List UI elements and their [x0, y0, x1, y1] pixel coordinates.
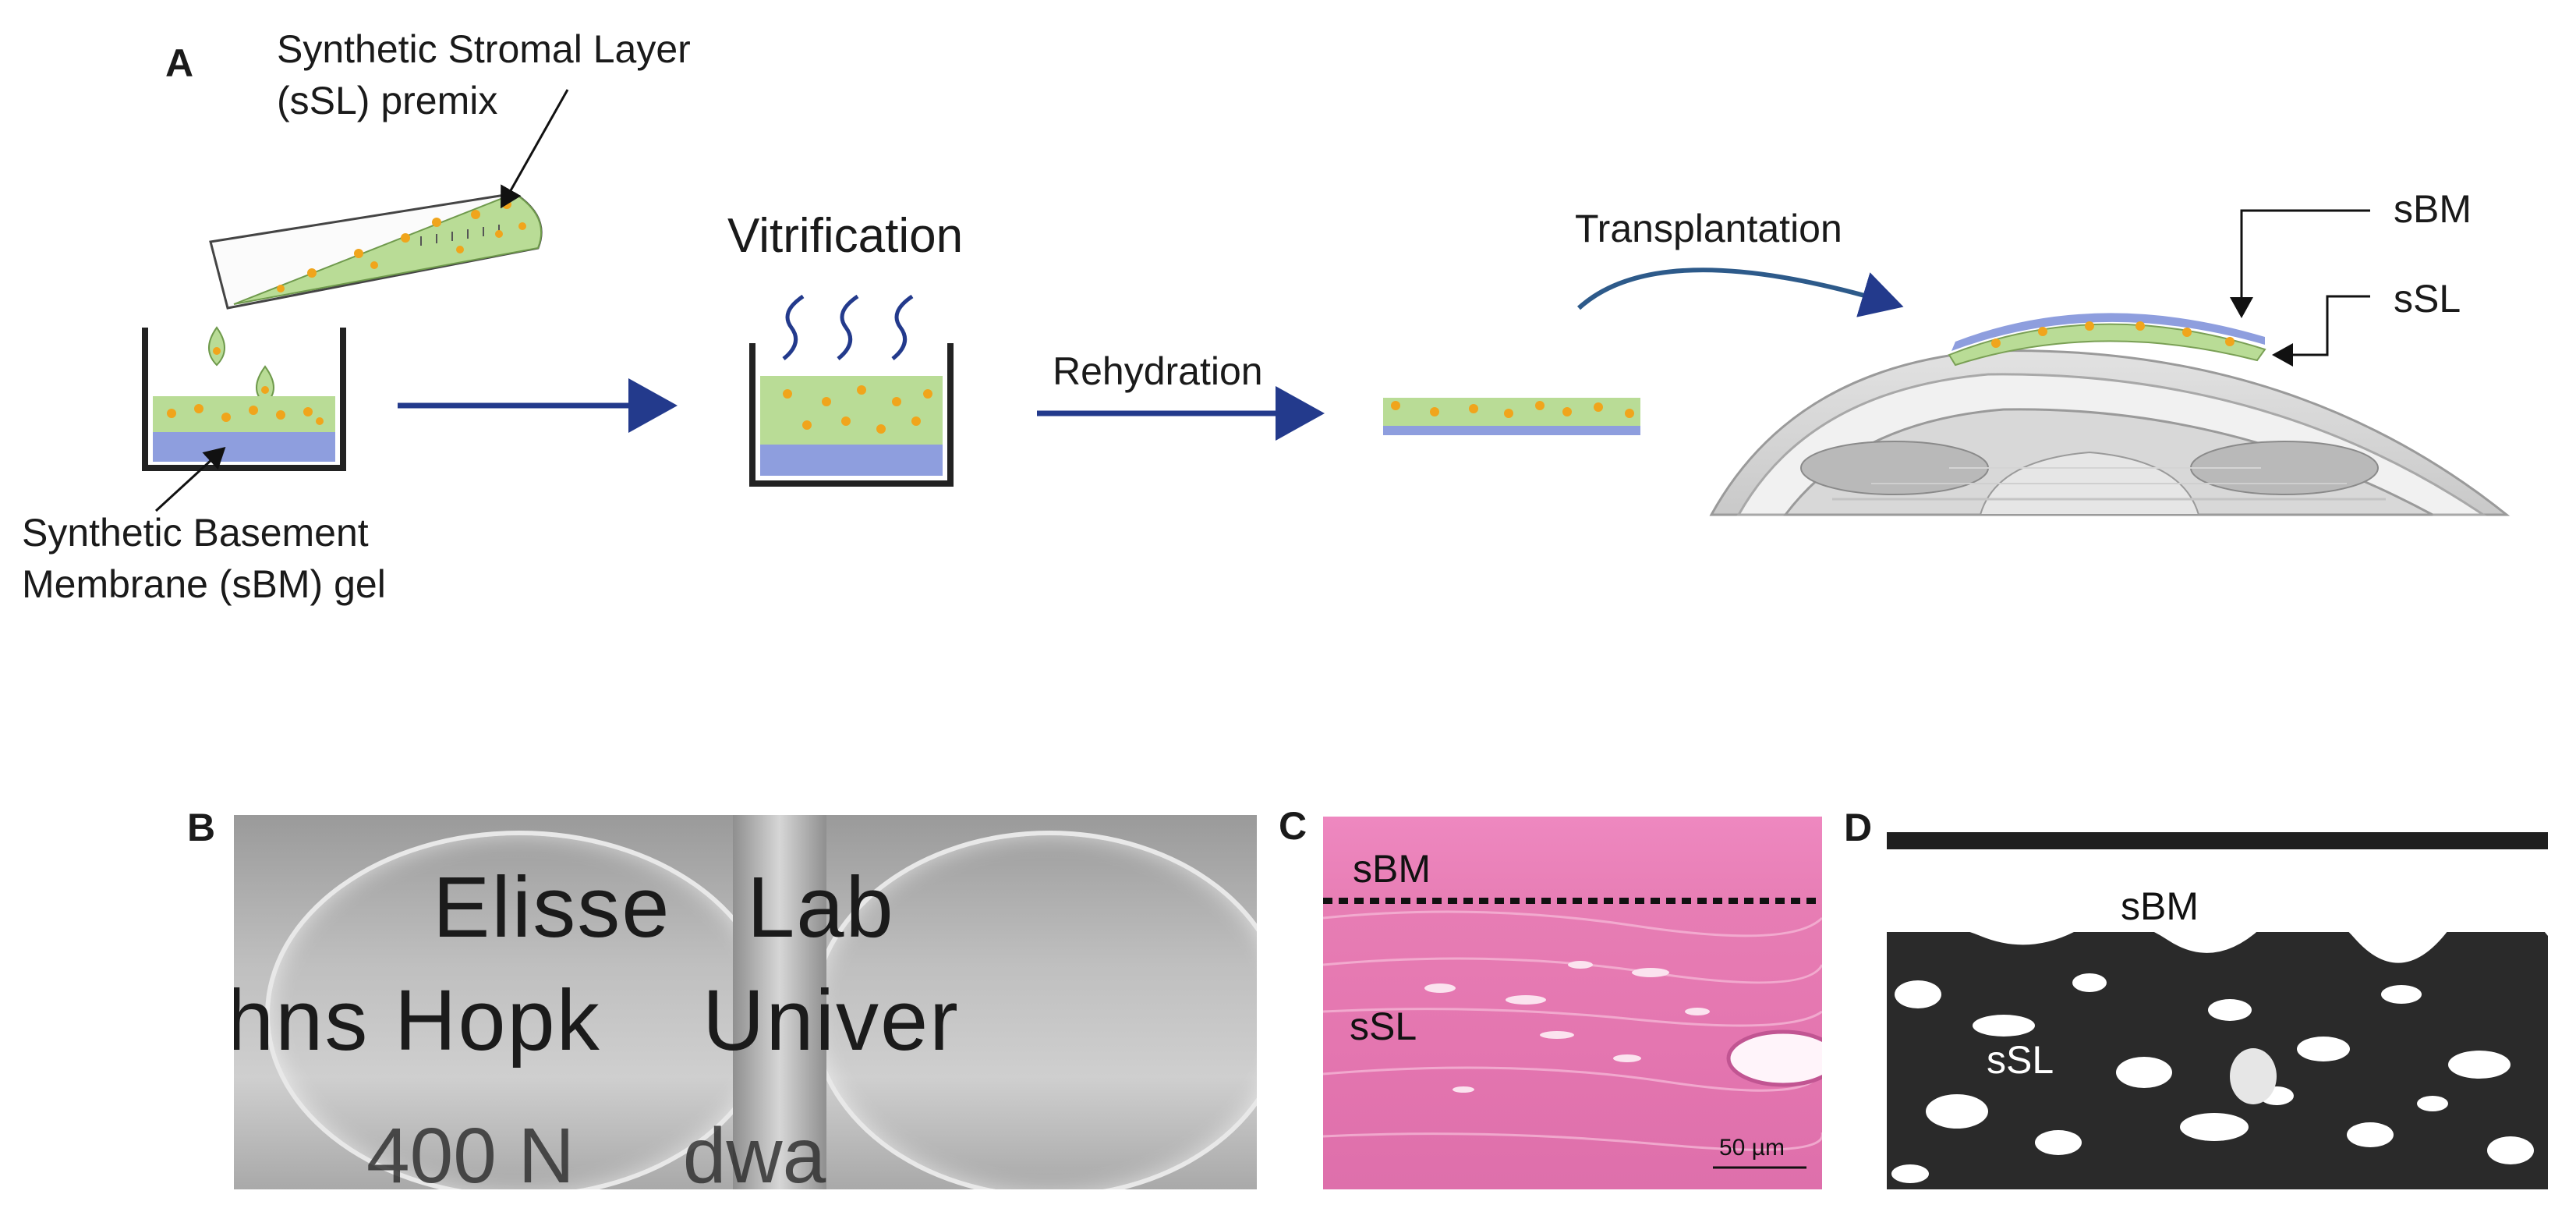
- premix-pointer: [501, 89, 569, 209]
- panel-b-letter: B: [187, 806, 216, 849]
- droplet: [208, 326, 274, 406]
- well-1: [142, 328, 346, 471]
- eye-ssl-leader: [2272, 295, 2370, 367]
- petri-dish-photo: Elisse Lab hns Hopk Univer 400 N dwa: [234, 815, 1257, 1189]
- dish-gap: [733, 815, 826, 1189]
- scale-bar-label: 50 µm: [1719, 1135, 1785, 1161]
- test-tube: [209, 192, 543, 310]
- sBM-gel-label: Synthetic Basement Membrane (sBM) gel: [22, 511, 386, 606]
- histology-fibers: [1323, 898, 1822, 1169]
- panel-d-letter: D: [1844, 806, 1873, 849]
- eye-sbm-leader: [2230, 209, 2370, 318]
- histology-ssl-label: sSL: [1350, 1005, 1417, 1048]
- vapor-icon: [782, 294, 914, 360]
- oct-image: sBM sSL: [1887, 815, 2548, 1189]
- transplantation-label: Transplantation: [1575, 207, 1842, 250]
- sSL-premix-label: Synthetic Stromal Layer (sSL) premix: [277, 27, 691, 122]
- rehydration-label: Rehydration: [1053, 349, 1263, 393]
- oct-texture: [1887, 832, 2548, 1189]
- oct-sbm-label: sBM: [2121, 884, 2199, 928]
- photo-text-line-3: 400 N dwa: [366, 1112, 826, 1189]
- eye-ssl-label: sSL: [2394, 277, 2461, 321]
- histology-sbm-label: sBM: [1353, 847, 1431, 891]
- panel-a-letter: A: [165, 41, 194, 85]
- photo-text-line-2: hns Hopk Univer: [234, 973, 960, 1068]
- vitrification-label: Vitrification: [727, 209, 964, 263]
- histology-he-image: sBM sSL 50 µm: [1323, 817, 1822, 1189]
- corneal-implant: [1948, 313, 2266, 367]
- rehydrated-film: [1383, 398, 1640, 435]
- eye-cross-section: [1709, 349, 2511, 516]
- oct-ssl-label: sSL: [1987, 1038, 2054, 1082]
- transplantation-arrow: [1576, 268, 1904, 317]
- well-2: [749, 343, 954, 487]
- eye-sbm-label: sBM: [2394, 187, 2472, 231]
- sbm-gel-pointer: [154, 446, 226, 512]
- photo-text-line-1: Elisse Lab: [433, 859, 895, 955]
- panel-c-letter: C: [1279, 804, 1307, 848]
